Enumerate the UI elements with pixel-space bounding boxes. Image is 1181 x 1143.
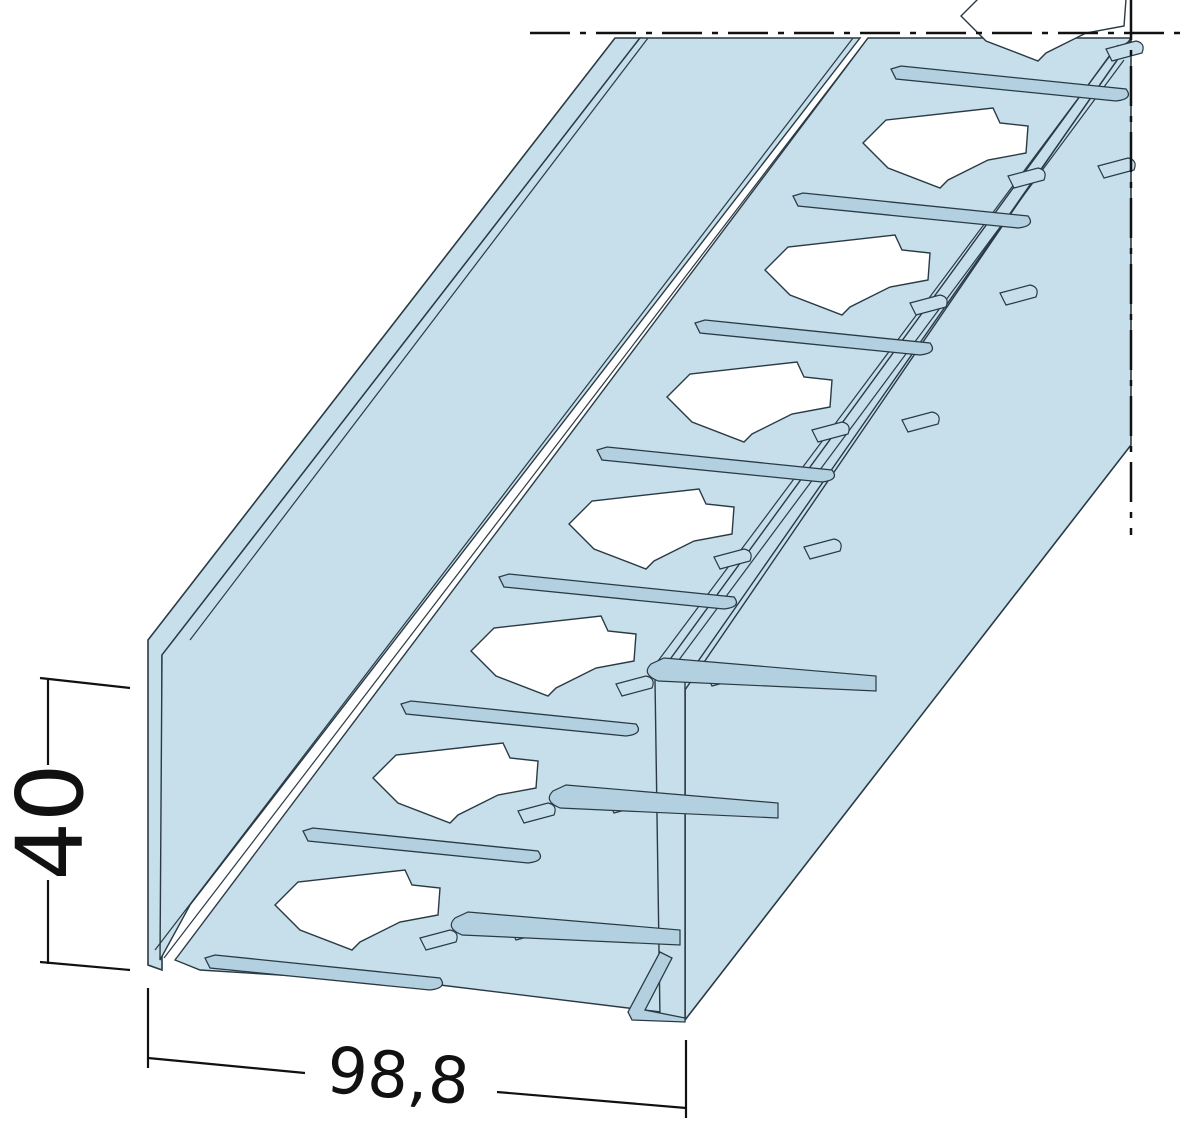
connector-tab — [1097, 157, 1136, 179]
connector-tab — [1007, 167, 1046, 189]
connector-tab — [1105, 40, 1144, 62]
perforation-group — [204, 0, 1144, 991]
perforation-hole — [568, 488, 735, 570]
left-flange-fold-line — [163, 37, 869, 959]
connector-tab — [811, 421, 850, 443]
perforation-hole — [960, 0, 1127, 62]
rib-strip — [302, 827, 542, 864]
rib-strip — [498, 573, 738, 610]
bottom-channel — [627, 951, 686, 1023]
perforation-hole — [372, 742, 539, 824]
perforation-hole — [764, 234, 931, 316]
upstand-fold-line — [669, 59, 1125, 673]
left-flange-fold-line — [154, 37, 854, 951]
connector-tab — [713, 548, 752, 570]
rib-strip — [596, 446, 836, 483]
height-label: 40 — [0, 763, 104, 880]
height-dimension: 40 — [0, 676, 131, 972]
connector-tab — [517, 802, 556, 824]
rib-strip — [694, 319, 934, 356]
connector-tab — [999, 284, 1038, 306]
left-flange-fold-line — [189, 37, 649, 641]
connector-tab — [909, 294, 948, 316]
width-label: 98,8 — [324, 1034, 472, 1120]
slot-channel — [548, 784, 779, 819]
width-dimension: 98,8 — [146, 988, 688, 1120]
perforation-hole — [274, 869, 441, 951]
slot-channel — [646, 657, 877, 692]
slot-channel — [450, 911, 681, 946]
perforation-hole — [666, 361, 833, 443]
rib-strip — [792, 192, 1032, 229]
connector-tab — [803, 538, 842, 560]
rib-strip — [204, 954, 444, 991]
connector-tab — [901, 411, 940, 433]
rib-strip — [400, 700, 640, 737]
connector-tab — [615, 675, 654, 697]
left-flange-inner-face — [159, 37, 862, 961]
connector-tab — [419, 929, 458, 951]
perforation-hole — [862, 107, 1029, 189]
perforation-hole — [470, 615, 637, 697]
rib-strip — [890, 65, 1130, 102]
